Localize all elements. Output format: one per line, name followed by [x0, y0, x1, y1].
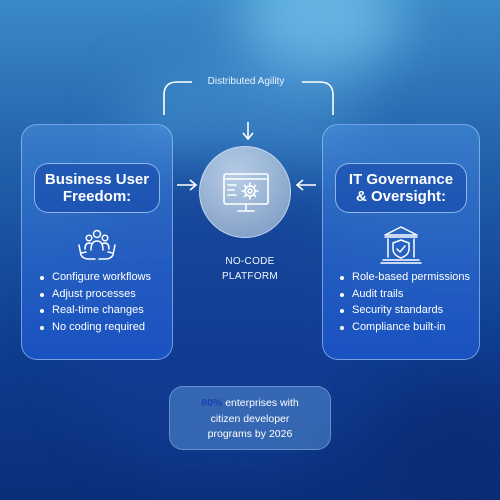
stat-text: programs by 2026 [207, 428, 293, 440]
list-item: Role-based permissions [340, 269, 470, 286]
business-user-panel: Business User Freedom: Configure workflo… [21, 124, 173, 360]
hub-label: NO-CODE PLATFORM [200, 254, 300, 284]
business-user-title: Business User Freedom: [34, 163, 160, 213]
hub-label-line: PLATFORM [221, 271, 279, 282]
top-bracket-right [302, 81, 334, 115]
no-code-platform-hub [199, 146, 291, 238]
title-line: IT Governance [348, 171, 454, 188]
list-item: No coding required [40, 319, 151, 336]
it-governance-panel: IT Governance & Oversight: Role-based pe… [322, 124, 480, 360]
arrow-right-icon [177, 179, 198, 191]
list-item: Real-time changes [40, 302, 151, 319]
stat-highlight: 80% [201, 397, 223, 409]
stat-text: enterprises with [222, 397, 299, 409]
title-line: Freedom: [62, 188, 132, 205]
arrow-down-icon [242, 122, 254, 141]
stat-callout: 80% enterprises with citizen developer p… [169, 386, 331, 450]
monitor-gear-icon [223, 173, 269, 212]
distributed-agility-label: Distributed Agility [207, 76, 285, 87]
top-bracket-left [163, 81, 192, 115]
title-line: & Oversight: [355, 188, 446, 205]
business-user-list: Configure workflows Adjust processes Rea… [22, 269, 151, 335]
arrow-left-icon [295, 179, 316, 191]
list-item: Configure workflows [40, 269, 151, 286]
list-item: Security standards [340, 302, 470, 319]
list-item: Audit trails [340, 286, 470, 303]
stat-text: citizen developer [210, 412, 290, 425]
hub-label-line: NO-CODE [225, 256, 275, 267]
people-in-hands-icon [78, 229, 116, 260]
bank-shield-icon [380, 226, 422, 264]
title-line: Business User [44, 171, 150, 188]
list-item: Adjust processes [40, 286, 151, 303]
list-item: Compliance built-in [340, 319, 470, 336]
it-governance-list: Role-based permissions Audit trails Secu… [323, 269, 470, 335]
it-governance-title: IT Governance & Oversight: [335, 163, 467, 213]
